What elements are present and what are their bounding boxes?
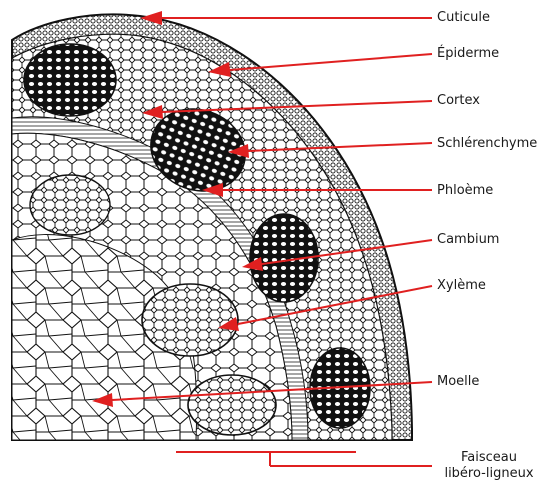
xylem-cluster xyxy=(30,175,110,235)
label-vascular-bundle-line1: Faisceau xyxy=(436,450,542,466)
label-vascular-bundle-line2: libéro-ligneux xyxy=(436,466,542,482)
label-cuticle: Cuticule xyxy=(437,10,490,25)
label-phloem: Phloème xyxy=(437,183,493,198)
label-cortex: Cortex xyxy=(437,93,480,108)
xylem-cluster xyxy=(142,284,238,356)
label-epidermis: Épiderme xyxy=(437,46,499,61)
sclerenchyma-cluster xyxy=(24,44,116,116)
label-pith: Moelle xyxy=(437,374,479,389)
label-sclerenchyma: Schlérenchyme xyxy=(437,136,537,151)
arrow-epidermis xyxy=(230,54,432,70)
xylem-cluster xyxy=(188,375,276,435)
label-cambium: Cambium xyxy=(437,232,499,247)
label-vascular-bundle: Faisceau libéro-ligneux xyxy=(436,450,542,482)
label-xylem: Xylème xyxy=(437,278,486,293)
